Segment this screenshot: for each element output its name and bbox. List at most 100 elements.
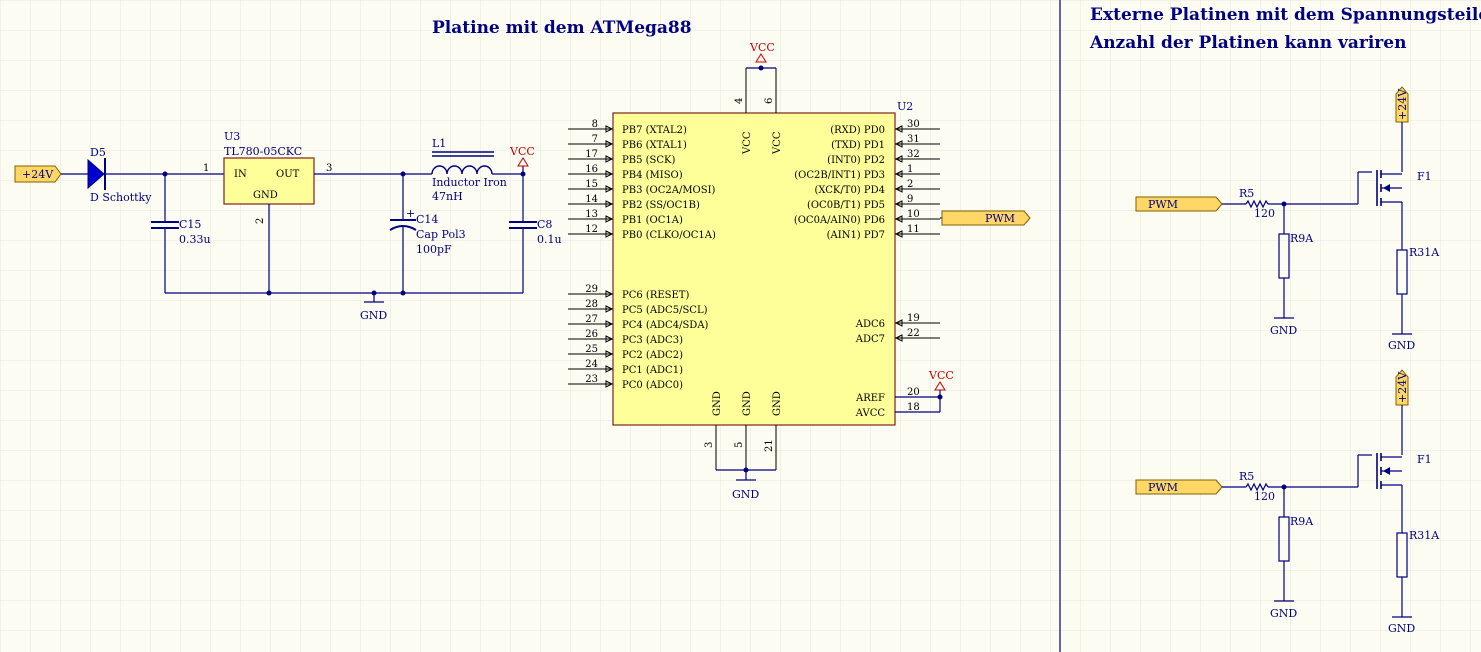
driver-board-1[interactable]: +24V PWM R5 120 R9A GND F1 bbox=[1135, 86, 1440, 352]
capacitor-c15[interactable]: C15 0.33u bbox=[151, 218, 211, 246]
pin-arrow bbox=[894, 170, 903, 178]
gnd-label-r9a: GND bbox=[1270, 607, 1297, 620]
l1-value: 47nH bbox=[432, 190, 463, 203]
title-left: Platine mit dem ATMega88 bbox=[432, 18, 692, 38]
c14-name: Cap Pol3 bbox=[416, 228, 466, 241]
pin-arrow bbox=[894, 140, 903, 148]
pin-arrow bbox=[605, 140, 614, 148]
mcu-pin-label: PB2 (SS/OC1B) bbox=[622, 200, 700, 211]
mcu-pin-number: 25 bbox=[585, 344, 598, 355]
mcu-bottom-pins: GND 3 5 21 GND GND GND bbox=[704, 391, 783, 501]
mosfet-f1: F1 bbox=[1357, 453, 1432, 489]
mcu-pin-label: PC2 (ADC2) bbox=[622, 350, 683, 361]
mcu-pin-number: 24 bbox=[585, 359, 598, 370]
mcu-pin-number: 10 bbox=[907, 209, 920, 220]
port-24v-vertical[interactable]: +24V bbox=[1395, 86, 1409, 123]
mcu-pin-number: 16 bbox=[585, 164, 598, 175]
mcu-pin-label: (OC0B/T1) PD5 bbox=[807, 200, 885, 211]
pin-arrow bbox=[605, 350, 614, 358]
mcu-pin-number: 32 bbox=[907, 149, 920, 160]
r9a-ref: R9A bbox=[1290, 232, 1314, 245]
mcu-pin-number: 30 bbox=[907, 119, 920, 130]
mcu-pin-number: 14 bbox=[585, 194, 598, 205]
vcc-label-aref: VCC bbox=[928, 369, 954, 382]
mcu-pin-number: 20 bbox=[907, 387, 920, 398]
mcu-pin-label: AREF bbox=[855, 393, 885, 404]
mcu-pin-number: 29 bbox=[585, 284, 598, 295]
port-24v[interactable]: +24V bbox=[14, 165, 62, 183]
mcu-pin-label: PB1 (OC1A) bbox=[622, 215, 683, 226]
mcu-vcc-label-1: VCC bbox=[742, 131, 753, 155]
gnd-label-r9a: GND bbox=[1270, 324, 1297, 337]
mcu-pin-number: 18 bbox=[907, 402, 920, 413]
vcc-symbol-1: VCC bbox=[509, 145, 535, 174]
r5-value: 120 bbox=[1254, 490, 1275, 503]
pin-arrow bbox=[894, 155, 903, 163]
mcu-pin-number: 11 bbox=[907, 224, 920, 235]
gnd-label-mcu: GND bbox=[732, 488, 759, 501]
mcu-pin-label: (INT0) PD2 bbox=[827, 155, 885, 166]
mcu-pin-number: 13 bbox=[585, 209, 598, 220]
u3-pin1: 1 bbox=[203, 163, 209, 174]
u3-out: OUT bbox=[276, 169, 300, 180]
pin-arrow bbox=[605, 230, 614, 238]
pin-arrow bbox=[894, 230, 903, 238]
mcu-pin-number: 22 bbox=[907, 328, 920, 339]
l1-name: Inductor Iron bbox=[432, 176, 507, 189]
u3-ref: U3 bbox=[224, 130, 240, 143]
c14-ref: C14 bbox=[416, 213, 438, 226]
inductor-l1[interactable]: L1 Inductor Iron 47nH bbox=[431, 137, 507, 203]
resistor-r5 bbox=[1245, 199, 1269, 209]
title-right-line1: Externe Platinen mit dem Spannungsteiler… bbox=[1090, 5, 1481, 25]
junction bbox=[266, 290, 272, 296]
pin-arrow bbox=[894, 185, 903, 193]
pwm-in-label: PWM bbox=[1148, 198, 1178, 211]
mcu-pin-number: 2 bbox=[907, 179, 913, 190]
port-pwm-in[interactable]: PWM bbox=[1135, 479, 1223, 495]
port-pwm-out[interactable]: PWM bbox=[941, 210, 1031, 226]
port-pwm-in[interactable]: PWM bbox=[1135, 196, 1223, 212]
mcu-pin-number: 23 bbox=[585, 374, 598, 385]
mcu-pin-label: (XCK/T0) PD4 bbox=[814, 185, 885, 196]
mcu-pin-label: PC3 (ADC3) bbox=[622, 335, 683, 346]
pin-arrow bbox=[605, 380, 614, 388]
u2-ref: U2 bbox=[897, 100, 913, 113]
mcu-pin-number: 19 bbox=[907, 313, 920, 324]
mcu-gnd-label-1: GND bbox=[712, 391, 723, 416]
mcu-pin-label: PB5 (SCK) bbox=[622, 155, 675, 166]
d5-name: D Schottky bbox=[90, 191, 152, 204]
gnd-label-r31a: GND bbox=[1388, 622, 1415, 635]
gnd-symbol-power: GND bbox=[360, 293, 387, 322]
r9a-ref: R9A bbox=[1290, 515, 1314, 528]
pin-arrow bbox=[605, 170, 614, 178]
mcu-pin-label: PC1 (ADC1) bbox=[622, 365, 683, 376]
mcu-gnd-label-3: GND bbox=[772, 391, 783, 416]
mcu-pin-label: PC0 (ADC0) bbox=[622, 380, 683, 391]
capacitor-c8[interactable]: C8 0.1u bbox=[509, 218, 562, 246]
mcu-pin-number: 1 bbox=[907, 164, 913, 175]
aref-vcc: VCC bbox=[928, 369, 954, 412]
u3-gnd: GND bbox=[253, 190, 278, 201]
pin-arrow bbox=[605, 125, 614, 133]
u3-pin2: 2 bbox=[255, 218, 266, 224]
capacitor-c14[interactable]: + C14 Cap Pol3 100pF bbox=[389, 207, 466, 256]
pin-arrow bbox=[605, 185, 614, 193]
driver-board-2[interactable]: +24V PWM R5 120 R9A GND F1 bbox=[1135, 369, 1440, 635]
pin-arrow bbox=[605, 200, 614, 208]
mcu-pin-label: PB6 (XTAL1) bbox=[622, 140, 687, 151]
mcu-pin-number: 8 bbox=[592, 119, 598, 130]
mcu-pin-label: ADC6 bbox=[855, 319, 885, 330]
pwm-in-label: PWM bbox=[1148, 481, 1178, 494]
port-24v-vertical[interactable]: +24V bbox=[1395, 369, 1409, 406]
mcu-pin-label: (OC2B/INT1) PD3 bbox=[794, 170, 885, 181]
u3-name: TL780-05CKC bbox=[224, 145, 302, 158]
c15-value: 0.33u bbox=[179, 233, 211, 246]
mcu-pin-number: 31 bbox=[907, 134, 920, 145]
gnd-label: GND bbox=[360, 309, 387, 322]
port-24v-label: +24V bbox=[22, 168, 54, 181]
mcu-pin-number: 9 bbox=[907, 194, 913, 205]
mcu-u2[interactable] bbox=[612, 112, 896, 426]
regulator-u3[interactable]: U3 TL780-05CKC IN OUT GND 1 3 2 bbox=[203, 130, 332, 224]
